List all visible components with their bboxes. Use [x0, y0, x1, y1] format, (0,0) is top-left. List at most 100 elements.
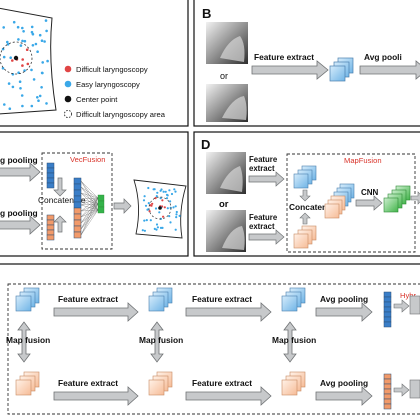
difficult-area-circle: [0, 41, 33, 75]
arrow-out-d: [410, 191, 420, 205]
concat-cell: [73, 183, 82, 191]
blue-stack-e-1: [15, 287, 40, 312]
difficult-point: [161, 199, 164, 202]
vector-cell-orange: [383, 398, 392, 405]
vector-out-e-bottom: [409, 379, 420, 399]
easy-point: [31, 32, 35, 36]
concat-cell: [73, 213, 82, 221]
concat-cell: [73, 231, 82, 239]
fc-connection: [80, 197, 99, 200]
vector-cell-blue: [383, 321, 392, 328]
or-label-b: or: [220, 71, 228, 81]
easy-point: [38, 33, 42, 37]
easy-point: [175, 216, 178, 219]
fc-output-node: [97, 206, 105, 214]
feature-extract-label-d-top-line1: Feature: [249, 155, 278, 164]
feature-extract-label-d-top-line2: extract: [249, 164, 275, 173]
easy-point: [173, 188, 176, 191]
easy-point: [174, 205, 177, 208]
blue-stack-e-3: [281, 287, 306, 312]
easy-point: [23, 69, 26, 72]
avg-pooling-label-b: Avg pooli: [364, 52, 402, 62]
easy-point: [40, 39, 44, 42]
concatenate-label-d: Concatenate: [289, 202, 340, 212]
legend-item-easy: Easy laryngoscopy: [64, 80, 140, 89]
easy-point: [147, 202, 150, 205]
legend-item-difficult: Difficult laryngoscopy: [64, 65, 148, 74]
easy-point: [172, 206, 175, 209]
arrow-feature-extract-d-bottom: [248, 229, 285, 245]
arrow-map-fusion-1: [17, 321, 31, 363]
easy-point: [155, 228, 158, 231]
easy-point: [21, 104, 24, 108]
fc-network: [80, 180, 105, 236]
vector-blue-e: [383, 291, 392, 328]
easy-point: [1, 67, 5, 70]
vector-orange-c: [46, 214, 55, 241]
vector-cell-blue: [383, 311, 392, 318]
difficult-point: [21, 64, 24, 67]
legend: Difficult laryngoscopy Easy laryngoscopy…: [63, 65, 166, 119]
easy-point: [159, 226, 163, 229]
easy-point: [153, 227, 156, 230]
easy-point: [41, 61, 44, 64]
vector-cell-blue: [46, 167, 55, 174]
vector-cell-orange: [383, 403, 392, 410]
arrow-map-fusion-3: [283, 321, 297, 363]
orange-stack-e-1: [15, 371, 40, 396]
easy-point: [153, 188, 156, 191]
easy-point: [20, 94, 24, 97]
center-point: [158, 206, 162, 210]
panel-b: B or Feature extract Avg pooli: [193, 0, 420, 127]
arrow-avg-pooling-e-top: [315, 302, 373, 322]
arrow-vec-e-top: [393, 299, 410, 313]
vector-out-e-top: [409, 295, 420, 315]
easy-point: [36, 96, 39, 99]
easy-point: [144, 204, 148, 207]
arrow-concat-d-down: [299, 189, 311, 202]
arrow-feature-extract-e-bottom-1: [53, 386, 139, 406]
easy-point: [143, 229, 146, 232]
hybrid-fusion-title: Hybr: [400, 291, 417, 300]
vector-orange-e: [383, 373, 392, 410]
easy-point: [40, 86, 43, 89]
legend-label-easy: Easy laryngoscopy: [76, 80, 140, 89]
feature-extract-label-e-top-2: Feature extract: [192, 294, 252, 304]
easy-point: [160, 188, 163, 191]
difficult-point: [21, 58, 25, 61]
green-stack: [383, 185, 411, 213]
panel-b-border: [193, 0, 420, 127]
or-label-d: or: [219, 199, 229, 210]
easy-point: [178, 214, 181, 217]
avg-pooling-label-e-top: Avg pooling: [320, 294, 368, 304]
panel-e: Hybr Fe: [0, 263, 420, 415]
red-dot-icon: [64, 65, 72, 73]
concat-cell: [73, 219, 82, 227]
concat-cell: [73, 207, 82, 215]
fc-connection: [80, 197, 99, 236]
arrow-avg-pooling-e-bottom: [315, 386, 373, 406]
vector-cell-blue: [46, 182, 55, 189]
vector-cell-blue: [383, 296, 392, 303]
easy-point: [149, 219, 152, 222]
easy-point: [17, 38, 20, 41]
vecfusion-box: [41, 152, 113, 250]
legend-item-center: Center point: [64, 95, 118, 104]
xray-bottom: [206, 84, 248, 122]
easy-point: [165, 197, 169, 200]
arrow-avg-pooling-c-bottom: [0, 215, 41, 235]
fc-output-node: [97, 200, 105, 208]
arrow-feature-extract-d-top: [248, 171, 285, 187]
arrow-feature-extract-e-top-1: [53, 302, 139, 322]
blue-dot-icon: [64, 80, 72, 88]
avg-pooling-label-e-bottom: Avg pooling: [320, 378, 368, 388]
easy-point: [169, 221, 172, 224]
easy-point: [8, 107, 12, 110]
easy-point: [170, 192, 174, 196]
arrow-feature-extract-e-bottom-2: [185, 386, 272, 406]
easy-point: [175, 213, 178, 216]
fc-connection: [80, 197, 99, 212]
fc-connection: [80, 197, 99, 206]
